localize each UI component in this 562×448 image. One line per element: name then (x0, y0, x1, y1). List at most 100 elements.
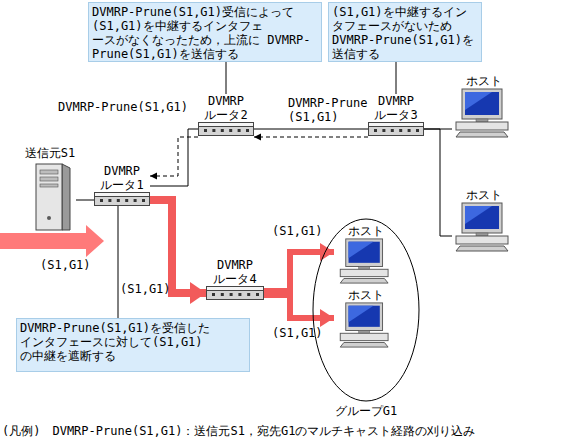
edge-label: (S1,G1) (120, 282, 176, 296)
connector-line (76, 200, 94, 201)
router-port (212, 293, 215, 296)
link-line (254, 129, 368, 130)
keyboard (340, 278, 388, 283)
router-port (142, 199, 145, 202)
connector-line (424, 129, 452, 236)
router-body (369, 123, 424, 136)
flow-label: (S1,G1) (40, 258, 100, 272)
tower-front (36, 164, 62, 230)
host-pc: ホスト (334, 288, 398, 348)
group-outline (313, 219, 419, 401)
screen-highlight (349, 306, 374, 323)
callout-box: (S1,G1)を中継するイン タフェースがないため DVMRP-Prune(S1… (328, 2, 482, 62)
callout-text: DVMRP-Prune(S1,G1)を受信した インタフェースに対して(S1,G… (20, 321, 246, 363)
host-pc-icon (334, 238, 398, 284)
node-label: グループG1 (312, 404, 420, 418)
arrow-head (320, 309, 334, 327)
router-icon (198, 122, 254, 136)
node-label: ホスト (452, 74, 516, 88)
monitor-frame (346, 303, 383, 331)
router-port (246, 129, 249, 132)
host-pc: ホスト (334, 224, 398, 284)
tower-side (62, 164, 70, 230)
node-label: DVMRP ルータ2 (198, 94, 254, 122)
multicast-group: グループG1ホストホスト (312, 218, 420, 420)
legend-note: (凡例) DVMRP-Prune(S1,G1)：送信元S1，宛先G1のマルチキャ… (2, 424, 560, 438)
screen-highlight (465, 92, 492, 110)
dvmrp-router: DVMRP ルータ1 (94, 164, 150, 210)
node-label: ホスト (334, 288, 398, 302)
router-port (382, 129, 385, 132)
monitor-frame (346, 239, 383, 267)
monitor-screen (349, 306, 380, 327)
monitor-screen (349, 242, 380, 263)
router-port (230, 293, 233, 296)
callout-box: DVMRP-Prune(S1,G1)を受信した インタフェースに対して(S1,G… (16, 318, 250, 372)
pc-case (340, 333, 388, 340)
node-label: DVMRP ルータ4 (206, 258, 264, 286)
callout-box: DVMRP-Prune(S1,G1)受信によって (S1,G1)を中継するインタ… (88, 2, 322, 62)
router-icon (368, 122, 424, 136)
prune-connector (150, 137, 198, 180)
router-body (95, 193, 150, 206)
dvmrp-router: DVMRP ルータ4 (206, 258, 264, 304)
node-label: ホスト (334, 224, 398, 238)
source-server: 送信元S1 (24, 146, 76, 232)
multicast-flow-connector (264, 243, 334, 291)
monitor-screen (465, 206, 499, 229)
dvmrp-router: DVMRP ルータ3 (368, 94, 424, 140)
connector-line (254, 137, 368, 138)
edge-label: (S1,G1) (272, 224, 328, 238)
prune-connector (254, 134, 368, 141)
edge-label: (S1,G1) (272, 326, 328, 340)
host-pc-icon (452, 202, 516, 254)
router-body (199, 123, 254, 136)
screen-highlight (349, 242, 374, 259)
drive-slot (40, 177, 58, 181)
leader-line (226, 62, 227, 94)
router-icon (206, 286, 264, 300)
node-label: DVMRP ルータ3 (368, 94, 424, 122)
node-label: ホスト (452, 188, 516, 202)
keyboard (340, 342, 388, 347)
server-tower-icon (24, 162, 76, 232)
connector-line (150, 200, 206, 293)
router-port (416, 129, 419, 132)
router-port (391, 129, 394, 132)
router-port (100, 199, 103, 202)
router-port (229, 129, 232, 132)
drive-slot (40, 170, 58, 174)
router-top (369, 123, 424, 127)
router-top (199, 123, 254, 127)
link-connector (424, 129, 452, 236)
edge-label: DVMRP-Prune(S1,G1) (58, 100, 198, 114)
router-port (374, 129, 377, 132)
router-top (207, 287, 264, 291)
host-pc-icon (334, 302, 398, 348)
router-port (238, 129, 241, 132)
screen-highlight (465, 206, 492, 224)
router-port (221, 129, 224, 132)
pc-case (456, 122, 508, 130)
router-port (247, 293, 250, 296)
router-port (204, 129, 207, 132)
host-pc-icon (452, 88, 516, 140)
router-port (256, 293, 259, 296)
pc-case (340, 269, 388, 276)
router-top (95, 193, 150, 197)
arrow-head (254, 134, 261, 141)
multicast-flow-connector (264, 295, 334, 327)
dvmrp-router: DVMRP ルータ2 (198, 94, 254, 140)
host-pc: ホスト (452, 74, 516, 140)
host-pc: ホスト (452, 188, 516, 254)
edge-label: DVMRP-Prune (S1,G1) (288, 96, 374, 124)
link-line (150, 129, 198, 186)
callout-text: DVMRP-Prune(S1,G1)受信によって (S1,G1)を中継するインタ… (92, 5, 318, 61)
monitor-screen (465, 92, 499, 115)
keyboard (456, 246, 508, 251)
drive-slot (40, 184, 58, 187)
monitor-frame (462, 89, 502, 119)
router-port (212, 129, 215, 132)
leader-line (118, 206, 119, 318)
